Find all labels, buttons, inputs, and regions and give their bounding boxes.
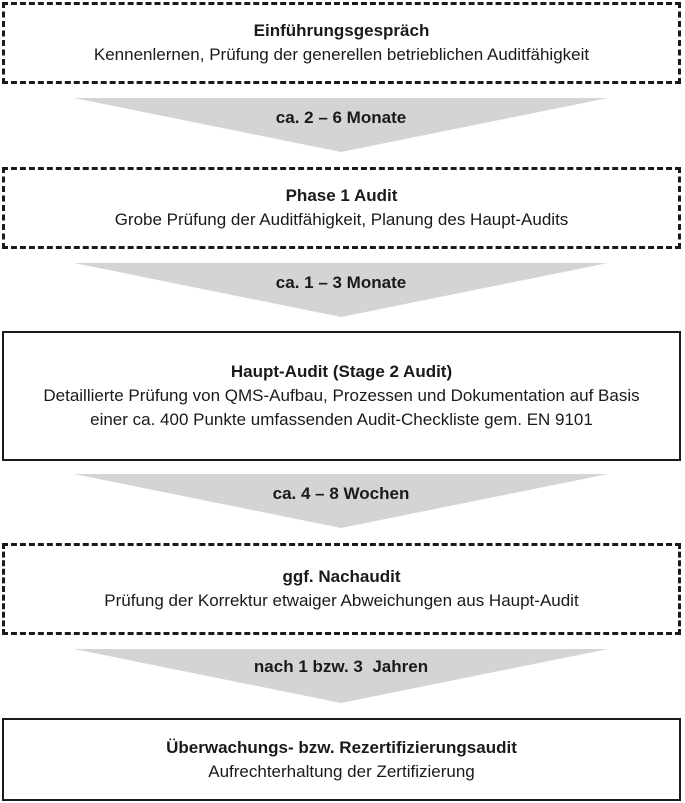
step-description: Grobe Prüfung der Auditfähigkeit, Planun… [114,210,569,229]
step-title: Haupt-Audit (Stage 2 Audit) [230,362,453,381]
step-box-main-audit: Haupt-Audit (Stage 2 Audit) Detaillierte… [2,331,681,461]
step-description: Detaillierte Prüfung von QMS-Aufbau, Pro… [43,386,640,429]
arrow-duration-2: ca. 1 – 3 Monate [74,263,608,317]
step-title: Überwachungs- bzw. Rezertifizierungsaudi… [166,737,517,757]
step-title: Einführungsgespräch [253,21,430,40]
step-box-follow-up-audit: ggf. Nachaudit Prüfung der Korrektur etw… [2,543,681,635]
step-title: Phase 1 Audit [285,186,398,205]
arrow-label: nach 1 bzw. 3 Jahren [253,657,429,676]
step-description: Aufrechterhaltung der Zertifizierung [208,761,475,781]
step-box-intro-meeting: Einführungsgespräch Kennenlernen, Prüfun… [2,2,681,84]
step-box-phase1-audit: Phase 1 Audit Grobe Prüfung der Auditfäh… [2,167,681,249]
arrow-label: ca. 2 – 6 Monate [275,108,407,127]
arrow-duration-3: ca. 4 – 8 Wochen [74,474,608,528]
step-title: ggf. Nachaudit [282,567,401,586]
step-description: Prüfung der Korrektur etwaiger Abweichun… [104,591,579,610]
step-box-surveillance-audit: Überwachungs- bzw. Rezertifizierungsaudi… [2,718,681,801]
arrow-label: ca. 1 – 3 Monate [275,273,407,292]
arrow-duration-1: ca. 2 – 6 Monate [74,98,608,152]
arrow-duration-4: nach 1 bzw. 3 Jahren [74,649,608,703]
arrow-label: ca. 4 – 8 Wochen [272,484,410,503]
step-description: Kennenlernen, Prüfung der generellen bet… [93,45,590,64]
